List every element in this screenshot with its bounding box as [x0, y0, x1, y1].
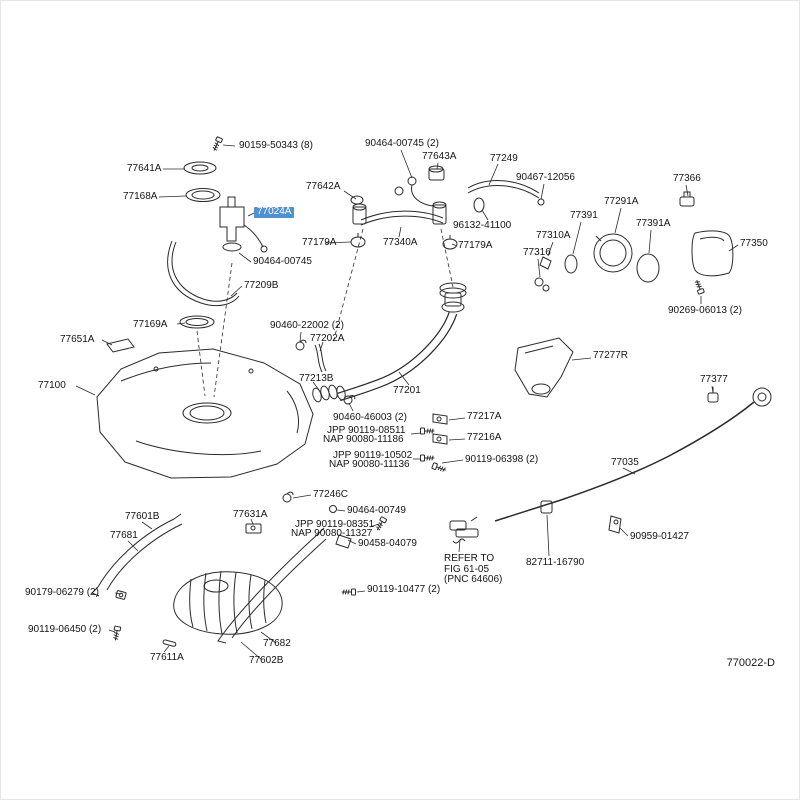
part-label-77249[interactable]: 77249 [490, 153, 518, 164]
part-label-77350[interactable]: 77350 [740, 238, 768, 249]
part-label-jpp-90119-10502[interactable]: JPP 90119-10502 [333, 450, 413, 461]
part-label-jpp-90119-08511[interactable]: JPP 90119-08511 [327, 425, 406, 436]
part-label-77169a[interactable]: 77169A [133, 319, 168, 330]
part-label-refer-to-fig-61-05-pnc-64606[interactable]: REFER TO FIG 61-05 (PNC 64606) [444, 553, 503, 585]
part-label-77611a[interactable]: 77611A [150, 652, 184, 663]
part-label-90269-06013-2[interactable]: 90269-06013 (2) [668, 305, 742, 316]
part-label-82711-16790[interactable]: 82711-16790 [526, 557, 585, 568]
part-label-90460-22002-2[interactable]: 90460-22002 (2) [270, 320, 344, 331]
part-label-77024a[interactable]: 77024A [254, 206, 295, 218]
part-label-77168a[interactable]: 77168A [123, 191, 158, 202]
part-label-77179a[interactable]: 77179A [302, 237, 337, 248]
part-label-77391a[interactable]: 77391A [636, 218, 671, 229]
part-label-77209b[interactable]: 77209B [244, 280, 279, 291]
diagram-code: 770022-D [726, 657, 775, 669]
part-label-77682[interactable]: 77682 [263, 638, 291, 649]
part-label-nap-90080-11186[interactable]: NAP 90080-11186 [323, 434, 404, 445]
part-label-77310a[interactable]: 77310A [536, 230, 571, 241]
part-label-77246c[interactable]: 77246C [313, 489, 349, 500]
part-label-77216a[interactable]: 77216A [467, 432, 502, 443]
part-label-nap-90080-11136[interactable]: NAP 90080-11136 [329, 459, 410, 470]
part-label-77681[interactable]: 77681 [110, 530, 138, 541]
part-label-77202a[interactable]: 77202A [310, 333, 345, 344]
part-label-77179a[interactable]: 77179A [458, 240, 493, 251]
part-label-nap-90080-11327[interactable]: NAP 90080-11327 [291, 528, 373, 539]
part-label-77316[interactable]: 77316 [523, 247, 551, 258]
part-label-77651a[interactable]: 77651A [60, 334, 95, 345]
part-label-77035[interactable]: 77035 [611, 457, 639, 468]
part-label-90179-06279-2[interactable]: 90179-06279 (2) [25, 587, 99, 598]
part-label-77291a[interactable]: 77291A [604, 196, 639, 207]
part-label-jpp-90119-08351[interactable]: JPP 90119-08351 [295, 519, 375, 530]
part-label-96132-41100[interactable]: 96132-41100 [453, 220, 512, 231]
part-label-77643a[interactable]: 77643A [422, 151, 457, 162]
part-label-90159-50343-8[interactable]: 90159-50343 (8) [239, 140, 313, 151]
part-label-77631a[interactable]: 77631A [233, 509, 268, 520]
part-label-90460-46003-2[interactable]: 90460-46003 (2) [333, 412, 407, 423]
part-label-77642a[interactable]: 77642A [306, 181, 341, 192]
part-label-90464-00745-2[interactable]: 90464-00745 (2) [365, 138, 439, 149]
part-label-90464-00749[interactable]: 90464-00749 [347, 505, 406, 516]
part-label-77217a[interactable]: 77217A [467, 411, 502, 422]
part-label-90959-01427[interactable]: 90959-01427 [630, 531, 689, 542]
part-label-77340a[interactable]: 77340A [383, 237, 418, 248]
part-label-90119-06450-2[interactable]: 90119-06450 (2) [28, 624, 102, 635]
part-label-77377[interactable]: 77377 [700, 374, 728, 385]
part-label-90119-06398-2[interactable]: 90119-06398 (2) [465, 454, 539, 465]
part-label-90467-12056[interactable]: 90467-12056 [516, 172, 575, 183]
part-label-90458-04079[interactable]: 90458-04079 [358, 538, 417, 549]
part-label-77277r[interactable]: 77277R [593, 350, 629, 361]
part-label-77391[interactable]: 77391 [570, 210, 598, 221]
part-label-77201[interactable]: 77201 [393, 385, 421, 396]
part-label-77601b[interactable]: 77601B [125, 511, 160, 522]
part-label-90119-10477-2[interactable]: 90119-10477 (2) [367, 584, 441, 595]
part-label-77602b[interactable]: 77602B [249, 655, 284, 666]
part-label-90464-00745[interactable]: 90464-00745 [253, 256, 312, 267]
part-label-77641a[interactable]: 77641A [127, 163, 162, 174]
part-label-77366[interactable]: 77366 [673, 173, 701, 184]
part-label-77100[interactable]: 77100 [38, 380, 66, 391]
part-label-77213b[interactable]: 77213B [299, 373, 334, 384]
